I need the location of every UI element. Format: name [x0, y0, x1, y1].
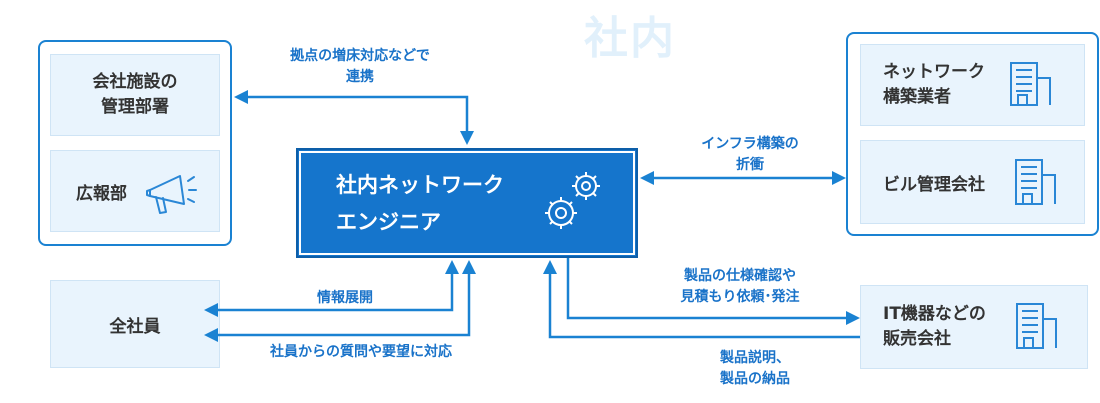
label-delivery-line2: 製品の納品	[720, 371, 790, 387]
label-infra: インフラ構築の 折衝	[665, 134, 835, 176]
facility-dept-box: 会社施設の 管理部署	[50, 54, 220, 136]
facility-dept-line2: 管理部署	[101, 97, 169, 117]
it-vendor-box: IT機器などの 販売会社	[860, 285, 1088, 369]
building-icon	[1010, 62, 1051, 106]
it-vendor-line2: 販売会社	[883, 329, 951, 349]
network-engineer-line2: エンジニア	[336, 209, 441, 234]
building-icon	[1016, 303, 1057, 349]
it-vendor-line1: IT機器などの	[883, 304, 986, 325]
building-mgmt-box: ビル管理会社	[860, 140, 1085, 224]
label-delivery: 製品説明、 製品の納品	[690, 348, 820, 390]
building-icon	[1015, 159, 1056, 205]
network-builder-line1: ネットワーク	[883, 62, 985, 83]
connector-delivery	[548, 272, 860, 339]
arrowhead	[640, 171, 654, 185]
pr-dept-label: 広報部	[76, 183, 127, 204]
label-staff-response: 社員からの質問や要望に対応	[236, 342, 486, 363]
network-engineer-box: 社内ネットワーク エンジニア	[296, 148, 638, 258]
label-base-collab: 拠点の増床対応などで 連携	[260, 46, 460, 88]
label-order-line1: 製品の仕様確認や	[684, 268, 796, 284]
connector-order	[566, 258, 846, 320]
label-staff-response-text: 社員からの質問や要望に対応	[270, 344, 452, 360]
label-order-line2: 見積もり依頼･発注	[680, 289, 800, 305]
all-staff-label: 全社員	[109, 316, 161, 337]
arrowhead	[832, 171, 846, 185]
network-engineer-line1: 社内ネットワーク	[336, 173, 504, 197]
megaphone-icon	[146, 175, 197, 214]
arrowhead	[445, 260, 459, 274]
label-base-collab-line1: 拠点の増床対応などで	[290, 48, 430, 64]
label-order: 製品の仕様確認や 見積もり依頼･発注	[640, 266, 840, 308]
diagram-title: 社内	[584, 13, 676, 64]
building-mgmt-label: ビル管理会社	[883, 174, 985, 195]
arrowhead	[234, 90, 248, 104]
label-infra-line1: インフラ構築の	[701, 136, 799, 152]
arrowhead	[462, 260, 476, 274]
facility-dept-line1: 会社施設の	[92, 72, 178, 93]
connector-facility	[246, 95, 469, 132]
network-builder-box: ネットワーク 構築業者	[860, 44, 1085, 126]
all-staff-box: 全社員	[50, 280, 220, 368]
label-delivery-line1: 製品説明、	[720, 350, 790, 366]
connector-info	[216, 272, 454, 312]
label-info-sharing: 情報展開	[280, 288, 410, 309]
arrowhead	[204, 328, 218, 342]
connector-staff-response	[216, 272, 471, 337]
network-builder-line2: 構築業者	[883, 87, 951, 107]
gear-icon	[545, 172, 600, 229]
label-base-collab-line2: 連携	[346, 69, 374, 85]
arrowhead	[846, 311, 860, 325]
arrowhead	[204, 303, 218, 317]
arrowhead	[543, 260, 557, 274]
label-infra-line2: 折衝	[736, 157, 764, 173]
label-info-sharing-text: 情報展開	[317, 290, 373, 306]
arrowhead	[460, 131, 474, 145]
